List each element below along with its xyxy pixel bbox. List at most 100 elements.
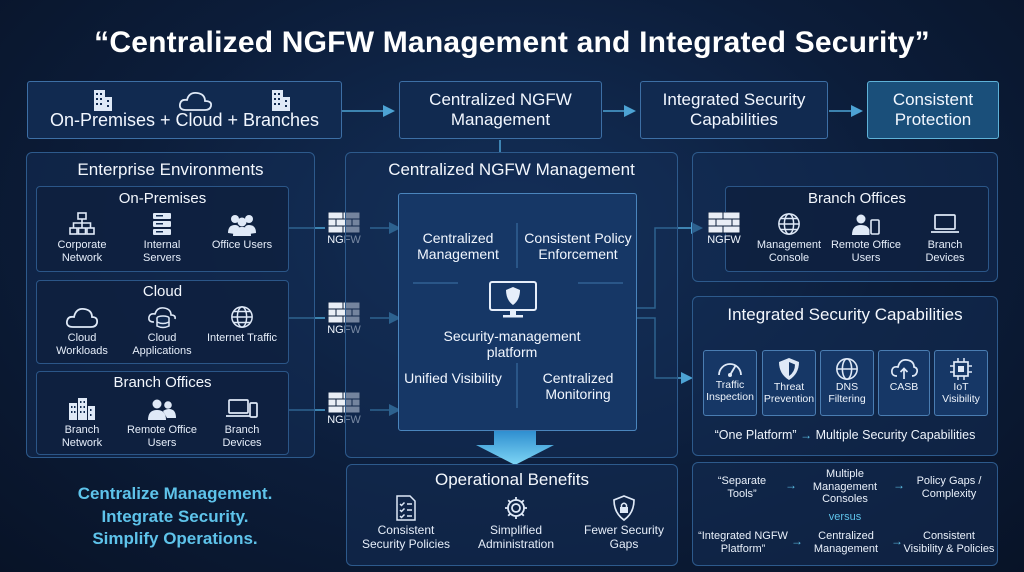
benefit-label: Fewer Security Gaps <box>583 523 665 551</box>
on-prem-title: On-Premises <box>118 190 207 207</box>
flow-step-capabilities: Integrated Security Capabilities <box>640 81 828 139</box>
cap-label: Traffic Inspection <box>706 379 754 404</box>
unified-visibility: Unified Visibility <box>404 370 502 386</box>
arrow-icon: → <box>891 534 903 548</box>
centralized-management: Centralized Management <box>417 230 499 263</box>
benefit-label: Simplified Administration <box>477 523 555 551</box>
arrow-icon: → <box>785 478 797 492</box>
benefit-simplified-admin: Simplified Administration <box>466 495 566 552</box>
arrow-icon: → <box>800 428 813 442</box>
versus-label: versus <box>828 511 862 523</box>
cloud-title: Cloud <box>142 283 183 300</box>
capabilities-footer: “One Platform” → Multiple Security Capab… <box>692 428 998 442</box>
laptop-icon <box>931 214 959 233</box>
management-console: Management Console <box>752 212 826 264</box>
devices-icon <box>226 399 258 418</box>
cap-label: Threat Prevention <box>763 381 815 406</box>
management-console-label: Management Console <box>756 239 822 264</box>
integrated-platform: “Integrated NGFW Platform” <box>698 530 788 555</box>
tagline: Centralize Management. Integrate Securit… <box>40 483 310 551</box>
firewall-icon <box>708 212 740 234</box>
capabilities-title: Integrated Security Capabilities <box>727 305 963 324</box>
footer-one-platform: “One Platform” <box>714 428 797 442</box>
cap-threat-prevention: Threat Prevention <box>762 350 816 416</box>
office-users: Office Users <box>206 212 278 252</box>
branch-network: Branch Network <box>46 397 118 449</box>
internal-servers: Internal Servers <box>126 212 198 264</box>
remote-office-users: Remote Office Users <box>126 397 198 449</box>
flow-step-protection: Consistent Protection <box>867 81 999 139</box>
cap-dns-filtering: DNS Filtering <box>820 350 874 416</box>
branch-devices-label: Branch Devices <box>222 424 262 449</box>
ngfw-right: NGFW <box>702 212 746 246</box>
branch-devices-label: Branch Devices <box>925 239 965 264</box>
arrow-icon: → <box>791 534 803 548</box>
shield-icon <box>779 358 799 380</box>
cloud-upload-icon <box>891 359 918 379</box>
server-icon <box>153 213 171 235</box>
flow-step-management: Centralized NGFW Management <box>399 81 602 139</box>
remote-office-users-label: Remote Office Users <box>830 239 902 264</box>
ngfw-label: NGFW <box>707 234 741 246</box>
benefits-title: Operational Benefits <box>434 470 590 489</box>
cloud-database-icon <box>148 307 176 329</box>
consistent-visibility: Consistent Visibility & Policies <box>903 530 995 555</box>
corporate-network-label: Corporate Network <box>57 239 107 264</box>
building-icon <box>272 90 290 111</box>
users-icon <box>148 399 176 420</box>
globe-icon <box>778 213 800 235</box>
branch-devices: Branch Devices <box>206 397 278 449</box>
tagline-line: Simplify Operations. <box>92 529 258 549</box>
gear-icon <box>505 497 527 519</box>
globe-icon <box>231 306 253 328</box>
arrow-icon: → <box>893 478 905 492</box>
remote-office-users-label: Remote Office Users <box>126 424 198 449</box>
centralized-monitoring: Centralized Monitoring <box>542 370 614 403</box>
branch-devices-right: Branch Devices <box>908 212 982 264</box>
page-title: “Centralized NGFW Management and Integra… <box>94 26 930 59</box>
cloud-workloads-label: Cloud Workloads <box>56 332 108 357</box>
chip-icon <box>950 358 972 380</box>
branch-network-label: Branch Network <box>61 424 103 449</box>
buildings-icon <box>69 398 95 420</box>
enterprise-title: Enterprise Environments <box>77 160 264 179</box>
user-phone-icon <box>852 214 880 235</box>
cloud-icon <box>65 308 99 328</box>
branch-title: Branch Offices <box>113 374 212 391</box>
benefit-fewer-gaps: Fewer Security Gaps <box>572 495 676 552</box>
corporate-network: Corporate Network <box>46 212 118 264</box>
cap-label: IoT Visibility <box>942 381 980 406</box>
monitor-shield-icon <box>489 281 537 318</box>
multiple-consoles: Multiple Management Consoles <box>812 468 878 506</box>
benefit-consistent-policies: Consistent Security Policies <box>356 495 456 552</box>
cap-label: DNS Filtering <box>828 381 866 406</box>
center-title: Centralized NGFW Management <box>388 160 635 179</box>
remote-office-users-right: Remote Office Users <box>828 212 904 264</box>
globe-icon <box>836 358 858 380</box>
internet-traffic: Internet Traffic <box>206 305 278 345</box>
cloud-icon <box>178 91 213 111</box>
branch-right-title: Branch Offices <box>807 190 907 207</box>
sources-box: On-Premises + Cloud + Branches <box>27 81 342 139</box>
cap-iot-visibility: IoT Visibility <box>934 350 988 416</box>
internal-servers-label: Internal Servers <box>143 239 181 264</box>
shield-lock-icon <box>613 495 635 521</box>
cloud-applications: Cloud Applications <box>126 305 198 357</box>
centralized-management-cmp: Centralized Management <box>813 530 879 555</box>
checklist-icon <box>396 495 416 521</box>
policy-gaps: Policy Gaps / Complexity <box>916 475 982 500</box>
office-users-label: Office Users <box>211 239 273 251</box>
cloud-applications-label: Cloud Applications <box>132 332 192 357</box>
tagline-line: Integrate Security. <box>101 506 249 526</box>
users-icon <box>228 215 256 236</box>
cloud-workloads: Cloud Workloads <box>46 305 118 357</box>
cap-casb: CASB <box>878 350 930 416</box>
internet-traffic-label: Internet Traffic <box>206 332 278 344</box>
sources-label: On-Premises + Cloud + Branches <box>49 110 320 131</box>
gauge-icon <box>718 363 742 377</box>
network-icon <box>69 212 95 235</box>
consistent-policy-enforcement: Consistent Policy Enforcement <box>524 230 632 263</box>
cap-label: CASB <box>889 381 919 393</box>
footer-multiple: Multiple Security Capabilities <box>815 428 976 442</box>
cap-traffic-inspection: Traffic Inspection <box>703 350 757 416</box>
